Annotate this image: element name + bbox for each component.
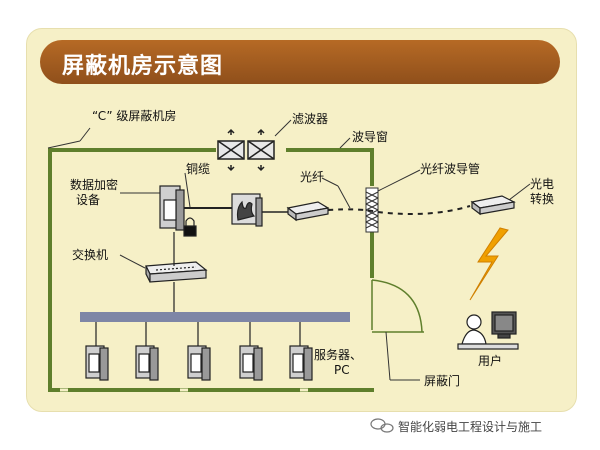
label-shield-door: 屏蔽门: [424, 374, 461, 388]
switch-icon: [145, 261, 208, 283]
user-icon: [457, 311, 519, 350]
label-encryption-device-1: 数据加密: [70, 178, 119, 192]
label-waveguide-window: 波导窗: [352, 130, 389, 144]
firewall-icon: [231, 193, 263, 227]
diagram-title: 屏蔽机房示意图: [62, 54, 224, 79]
server-icons: [85, 345, 313, 381]
label-fiber-waveguide-tube: 光纤波导管: [420, 162, 481, 176]
title-banner: 屏蔽机房示意图: [40, 40, 560, 84]
label-filter: 滤波器: [292, 112, 329, 126]
label-copper-cable: 铜缆: [186, 162, 211, 176]
network-bus: [80, 312, 350, 322]
room-converter-icon: [286, 201, 330, 222]
wireless-link-icon: [469, 227, 509, 301]
oe-converter-icon: [470, 195, 516, 216]
encryption-device-icon: [159, 185, 197, 237]
label-optical-fiber: 光纤: [300, 170, 325, 184]
label-user: 用户: [478, 354, 503, 368]
wechat-icon: [370, 418, 394, 433]
label-c-room: “C” 级屏蔽机房: [92, 109, 177, 123]
shielded-room-walls: [48, 148, 374, 392]
label-servers-2: PC: [334, 363, 350, 377]
label-encryption-device-2: 设备: [76, 193, 101, 207]
label-oe-converter-1: 光电: [530, 177, 555, 191]
leader-lines: [47, 119, 531, 381]
label-servers-1: 服务器、: [314, 348, 363, 362]
shield-door: [371, 279, 424, 333]
label-switch: 交换机: [72, 248, 109, 262]
watermark-text: 智能化弱电工程设计与施工: [398, 420, 543, 434]
label-oe-converter-2: 转换: [530, 192, 555, 206]
filter-icons: [217, 128, 275, 172]
optical-fiber-line: [327, 205, 471, 215]
